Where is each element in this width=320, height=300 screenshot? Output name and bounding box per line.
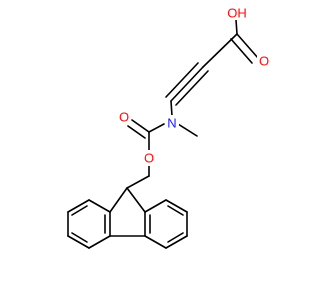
bond-left-ring-2: [88, 235, 111, 249]
atom-carbonyl-o-carbamate: O: [117, 109, 131, 125]
bond-left-ring-inner-2: [71, 232, 88, 243]
bond-carbonyl-o-double-1: [131, 119, 150, 133]
atom-label-o-acid: O: [259, 54, 269, 69]
bond-right-ring-1: [144, 199, 167, 213]
bond-left-ring-3: [67, 235, 90, 249]
bond-alkyne-triple-2: [165, 62, 199, 98]
atom-ester-o: O: [142, 150, 156, 166]
bond-alkyne-triple-1: [170, 66, 204, 102]
atom-label-o-carbamate: O: [119, 110, 129, 125]
bond-c9-left: [109, 187, 128, 213]
bond-right-ring-inner-3: [167, 232, 184, 243]
bond-left-ring-inner-3: [71, 205, 88, 216]
bond-acid-c-o-double-2: [230, 38, 253, 64]
atom-label-oh: OH: [227, 6, 247, 21]
bond-right-ring-5: [144, 235, 167, 249]
bond-ch2-fluorenyl: [126, 175, 150, 189]
bond-alkyne-triple-3: [175, 70, 209, 106]
molecule-structure: OH O N O O: [67, 4, 271, 249]
bond-acid-c-oh: [235, 19, 238, 35]
bond-right-ring-4: [165, 235, 188, 249]
bond-c9-right: [126, 187, 146, 213]
bond-n-methyl: [177, 123, 198, 137]
atom-hydroxyl-o: OH: [224, 4, 250, 21]
bond-propargyl-n: [170, 100, 173, 117]
atom-carbonyl-o-acid: O: [257, 53, 271, 69]
bond-left-ring-6: [88, 199, 111, 213]
atom-label-o-ester: O: [144, 151, 154, 166]
bond-acid-c-o-double-1: [236, 33, 259, 59]
bond-carbonyl-o-double-2: [127, 125, 146, 139]
bond-right-ring-inner-2: [167, 205, 184, 216]
bond-n-carbonyl-c: [148, 123, 165, 133]
bond-right-ring-2: [165, 199, 188, 213]
atom-label-n: N: [167, 116, 176, 131]
bond-left-ring-5: [67, 199, 90, 213]
atom-amine-n: N: [165, 115, 179, 131]
bond-alkyne-acid: [202, 33, 238, 68]
